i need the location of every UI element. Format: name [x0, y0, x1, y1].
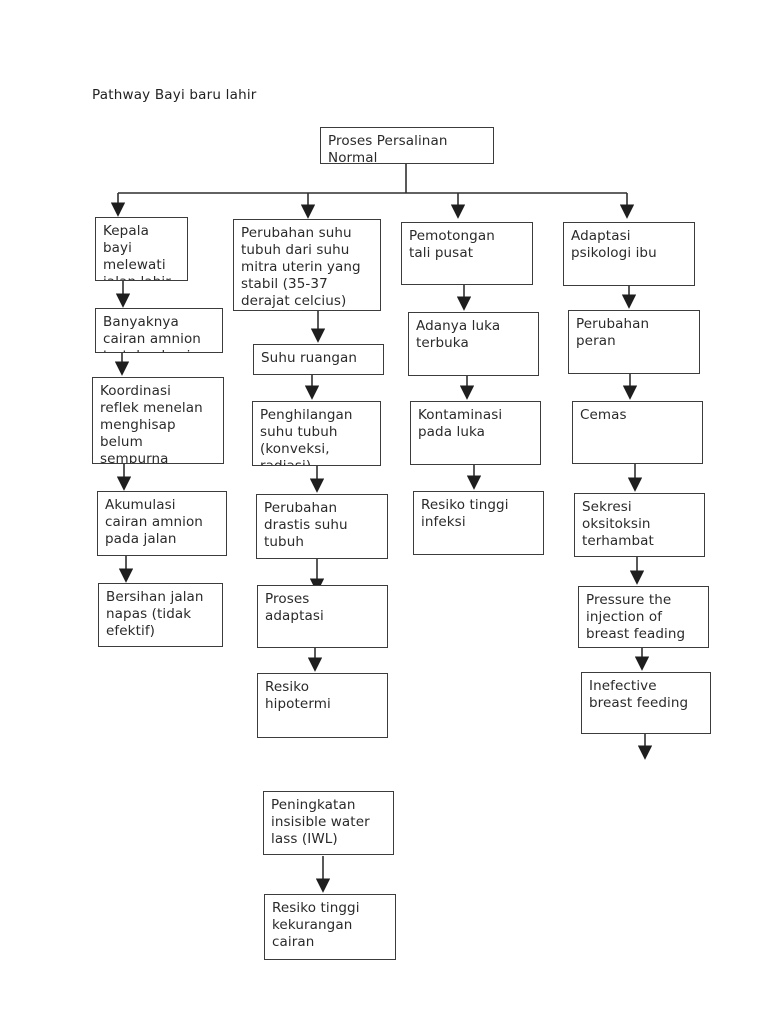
- node-adaptasi-psikologi-ibu: Adaptasi psikologi ibu: [563, 222, 695, 286]
- node-kepala-bayi-melewati-jalan-lahir: Kepala bayi melewati jalan lahir: [95, 217, 188, 281]
- node-perubahan-suhu-tubuh: Perubahan suhu tubuh dari suhu mitra ute…: [233, 219, 381, 311]
- page-title: Pathway Bayi baru lahir: [92, 87, 257, 103]
- node-inefective-breast-feeding: Inefective breast feeding: [581, 672, 711, 734]
- node-resiko-hipotermi: Resiko hipotermi: [257, 673, 388, 738]
- connectors-col3: [450, 193, 482, 490]
- node-cemas: Cemas: [572, 401, 703, 464]
- node-perubahan-drastis-suhu: Perubahan drastis suhu tubuh: [256, 494, 388, 559]
- node-proses-adaptasi: Proses adaptasi: [257, 585, 388, 648]
- node-peningkatan-iwl: Peningkatan insisible water lass (IWL): [263, 791, 394, 855]
- node-proses-persalinan-normal: Proses Persalinan Normal: [320, 127, 494, 164]
- node-pemotongan-tali-pusat: Pemotongan tali pusat: [401, 222, 533, 285]
- connectors-col1: [110, 193, 134, 583]
- connectors-col2: [300, 193, 331, 893]
- node-banyaknya-cairan-amnion: Banyaknya cairan amnion tertelan bayi: [95, 308, 223, 353]
- node-adanya-luka-terbuka: Adanya luka terbuka: [408, 312, 539, 376]
- connectors-col4: [619, 193, 653, 760]
- node-bersihan-jalan-napas: Bersihan jalan napas (tidak efektif): [98, 583, 223, 647]
- node-sekresi-oksitoksin-terhambat: Sekresi oksitoksin terhambat: [574, 493, 705, 557]
- node-koordinasi-reflek-menelan: Koordinasi reflek menelan menghisap belu…: [92, 377, 224, 464]
- root-branch-lines: [118, 164, 627, 194]
- node-perubahan-peran: Perubahan peran: [568, 310, 700, 374]
- node-resiko-tinggi-infeksi: Resiko tinggi infeksi: [413, 491, 544, 555]
- node-suhu-ruangan: Suhu ruangan: [253, 344, 384, 375]
- node-kontaminasi-pada-luka: Kontaminasi pada luka: [410, 401, 541, 465]
- node-resiko-tinggi-kekurangan-cairan: Resiko tinggi kekurangan cairan: [264, 894, 396, 960]
- node-akumulasi-cairan-amnion: Akumulasi cairan amnion pada jalan: [97, 491, 227, 556]
- node-pressure-injection-breast-feading: Pressure the injection of breast feading: [578, 586, 709, 648]
- node-penghilangan-suhu-tubuh: Penghilangan suhu tubuh (konveksi, radia…: [252, 401, 381, 466]
